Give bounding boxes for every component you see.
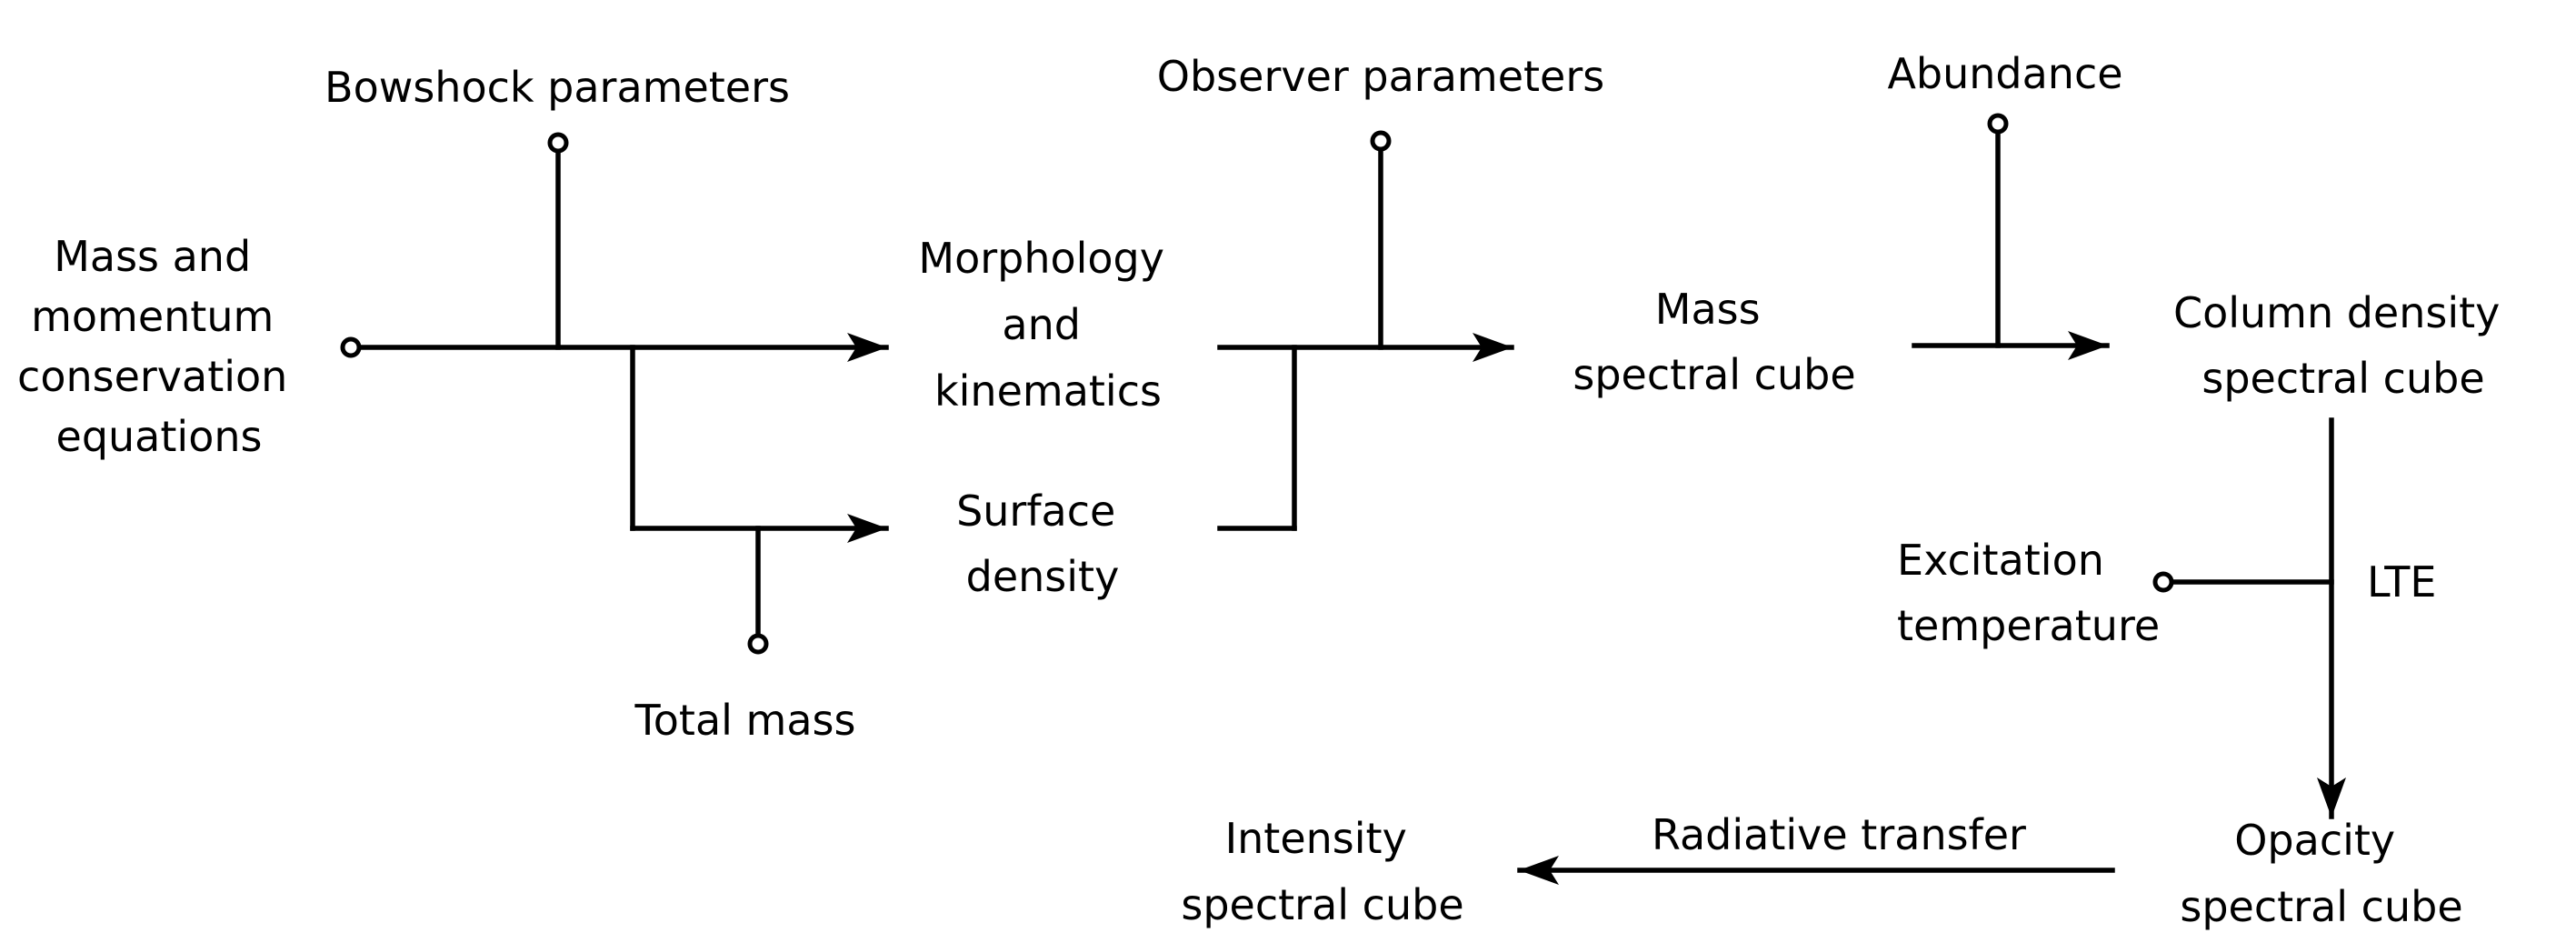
opacity-line-2: spectral cube bbox=[2180, 882, 2462, 931]
bowshock-input-terminal bbox=[547, 132, 569, 154]
conservation-input-terminal bbox=[340, 336, 362, 358]
intensity-line-2: spectral cube bbox=[1181, 880, 1463, 929]
opacity-cube-label: Opacity spectral cube bbox=[2180, 816, 2462, 931]
morphology-line-2: and bbox=[1002, 300, 1081, 349]
opacity-line-1: Opacity bbox=[2234, 816, 2395, 865]
surface-density-label: Surface density bbox=[956, 487, 1129, 601]
excitation-temperature-label: Excitation temperature bbox=[1897, 536, 2160, 650]
excitation-line-1: Excitation bbox=[1897, 536, 2104, 585]
conservation-line-3: conservation bbox=[17, 352, 287, 401]
excitation-input-terminal bbox=[2152, 571, 2174, 593]
lte-label: LTE bbox=[2367, 557, 2436, 607]
mass-cube-line-1: Mass bbox=[1655, 285, 1761, 334]
mass-spectral-cube-label: Mass spectral cube bbox=[1573, 285, 1855, 399]
abundance-input-terminal bbox=[1987, 113, 2009, 135]
excitation-line-2: temperature bbox=[1897, 601, 2160, 650]
total-mass-input-terminal bbox=[747, 633, 769, 655]
morphology-line-3: kinematics bbox=[934, 366, 1162, 416]
bowshock-parameters-label: Bowshock parameters bbox=[324, 63, 790, 112]
conservation-equations-label: Mass and momentum conservation equations bbox=[17, 232, 301, 461]
observer-parameters-label: Observer parameters bbox=[1157, 52, 1604, 101]
column-density-cube-label: Column density spectral cube bbox=[2173, 288, 2513, 403]
radiative-transfer-label: Radiative transfer bbox=[1652, 810, 2026, 859]
morphology-kinematics-label: Morphology and kinematics bbox=[918, 234, 1177, 416]
observer-input-terminal bbox=[1370, 130, 1392, 152]
surface-line-1: Surface bbox=[956, 487, 1115, 536]
intensity-line-1: Intensity bbox=[1225, 814, 1407, 863]
surface-line-2: density bbox=[966, 552, 1120, 601]
column-cube-line-2: spectral cube bbox=[2202, 354, 2484, 403]
column-cube-line-1: Column density bbox=[2173, 288, 2500, 337]
abundance-label: Abundance bbox=[1887, 49, 2122, 98]
conservation-line-1: Mass and bbox=[54, 232, 251, 281]
intensity-cube-label: Intensity spectral cube bbox=[1181, 814, 1463, 929]
conservation-line-4: equations bbox=[56, 412, 263, 461]
conservation-line-2: momentum bbox=[31, 292, 274, 341]
total-mass-label: Total mass bbox=[634, 696, 856, 745]
morphology-line-1: Morphology bbox=[918, 234, 1164, 283]
mass-cube-line-2: spectral cube bbox=[1573, 350, 1855, 399]
